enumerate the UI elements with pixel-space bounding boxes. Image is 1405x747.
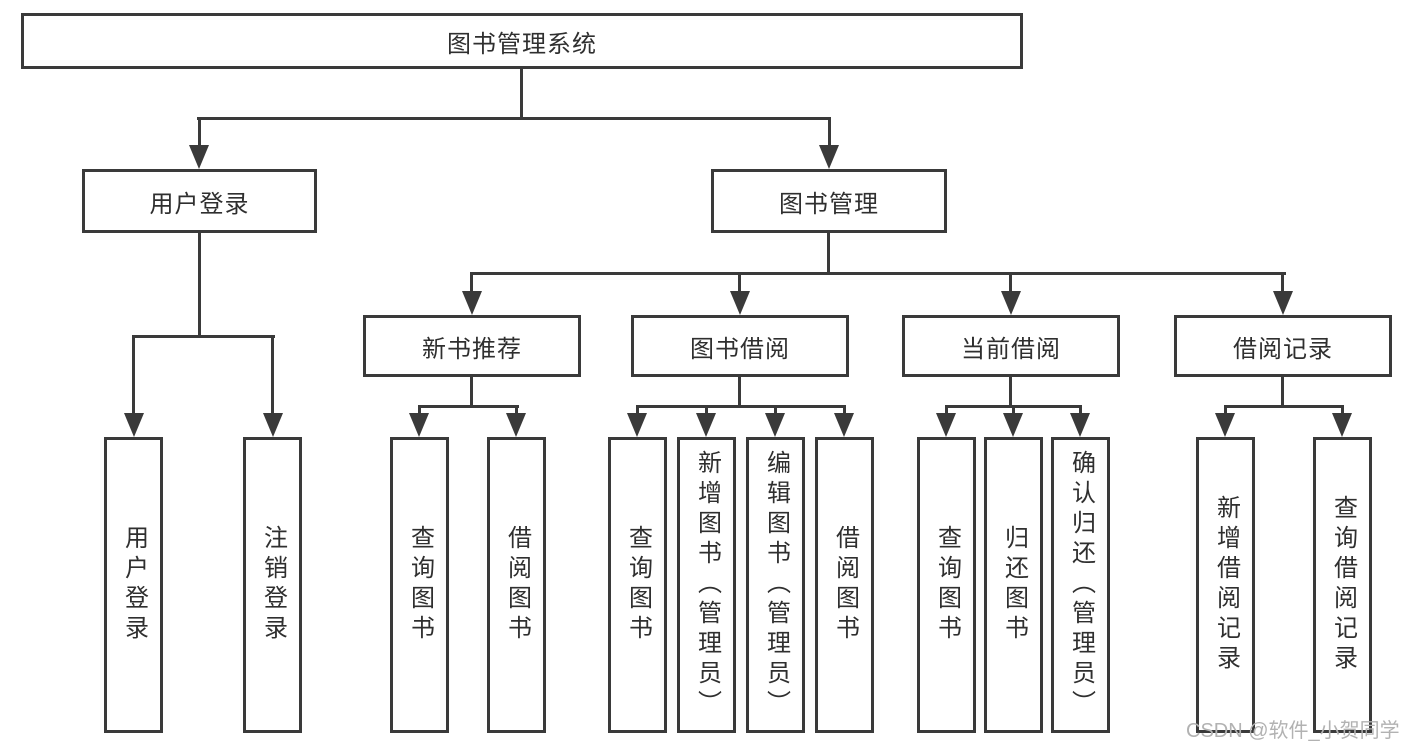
leaf-query-books-recommend: 查询图书 [390,437,449,733]
arrow-down-icon [189,145,209,169]
connector-line [1281,272,1284,294]
node-label: 图书借阅 [690,335,790,363]
node-book-management: 图书管理 [711,169,947,233]
connector-line [636,405,846,408]
arrow-down-icon [936,413,956,437]
leaf-query-borrow-record: 查询借阅记录 [1313,437,1372,733]
arrow-down-icon [1273,291,1293,315]
connector-line [132,335,135,417]
connector-line [1281,377,1284,408]
arrow-down-icon [819,145,839,169]
node-user-login: 用户登录 [82,169,317,233]
arrow-down-icon [765,413,785,437]
connector-line [828,117,831,149]
arrow-down-icon [834,413,854,437]
arrow-down-icon [1001,291,1021,315]
connector-line [945,405,948,417]
connector-line [1224,405,1344,408]
node-label: 借阅图书 [831,525,859,645]
connector-line [198,117,201,149]
connector-line [774,405,777,417]
node-label: 查询图书 [624,525,652,645]
arrow-down-icon [462,291,482,315]
arrow-down-icon [1332,413,1352,437]
connector-line [843,405,846,417]
connector-line [827,233,830,275]
node-label: 新增图书（管理员） [693,450,721,720]
connector-line [705,405,708,417]
node-label: 用户登录 [149,190,250,218]
arrow-down-icon [409,413,429,437]
connector-line [470,377,473,408]
node-label: 新增借阅记录 [1212,495,1240,675]
node-label: 当前借阅 [961,335,1061,363]
leaf-query-books-current: 查询图书 [917,437,976,733]
arrow-down-icon [1215,413,1235,437]
node-label: 借阅记录 [1233,335,1333,363]
connector-line [738,377,741,408]
connector-line [197,117,831,120]
connector-line [271,335,274,417]
node-label: 查询图书 [406,525,434,645]
node-label: 用户登录 [120,525,148,645]
arrow-down-icon [627,413,647,437]
connector-line [132,335,275,338]
connector-line [520,69,523,118]
arrow-down-icon [696,413,716,437]
node-label: 查询借阅记录 [1329,495,1357,675]
node-label: 确认归还（管理员） [1067,450,1095,720]
node-book-borrowing: 图书借阅 [631,315,849,377]
node-borrowing-records: 借阅记录 [1174,315,1392,377]
arrow-down-icon [506,413,526,437]
connector-line [515,405,518,417]
node-label: 借阅图书 [503,525,531,645]
node-label: 编辑图书（管理员） [762,450,790,720]
node-label: 新书推荐 [422,335,522,363]
leaf-confirm-return-admin: 确认归还（管理员） [1051,437,1110,733]
leaf-add-book-admin: 新增图书（管理员） [677,437,736,733]
arrow-down-icon [730,291,750,315]
leaf-return-books: 归还图书 [984,437,1043,733]
node-new-book-recommendation: 新书推荐 [363,315,581,377]
connector-line [418,405,421,417]
connector-line [738,272,741,294]
connector-line [1341,405,1344,417]
connector-line [1009,377,1012,408]
leaf-user-login: 用户登录 [104,437,163,733]
leaf-logout: 注销登录 [243,437,302,733]
connector-line [1012,405,1015,417]
connector-line [1009,272,1012,294]
arrow-down-icon [263,413,283,437]
node-current-borrowing: 当前借阅 [902,315,1120,377]
leaf-borrow-books-recommend: 借阅图书 [487,437,546,733]
node-label: 图书管理系统 [447,30,597,58]
arrow-down-icon [1070,413,1090,437]
leaf-borrow-books: 借阅图书 [815,437,874,733]
connector-line [1224,405,1227,417]
connector-line [470,272,1286,275]
node-library-management-system: 图书管理系统 [21,13,1023,69]
node-label: 查询图书 [933,525,961,645]
arrow-down-icon [124,413,144,437]
node-label: 图书管理 [779,190,879,218]
connector-line [470,272,473,294]
leaf-add-borrow-record: 新增借阅记录 [1196,437,1255,733]
node-label: 归还图书 [1000,525,1028,645]
connector-line [198,233,201,338]
leaf-query-books-borrowing: 查询图书 [608,437,667,733]
connector-line [636,405,639,417]
connector-line [418,405,519,408]
connector-line [1079,405,1082,417]
csdn-watermark: CSDN @软件_小贺同学 [1186,720,1400,742]
node-label: 注销登录 [259,525,287,645]
leaf-edit-book-admin: 编辑图书（管理员） [746,437,805,733]
arrow-down-icon [1003,413,1023,437]
